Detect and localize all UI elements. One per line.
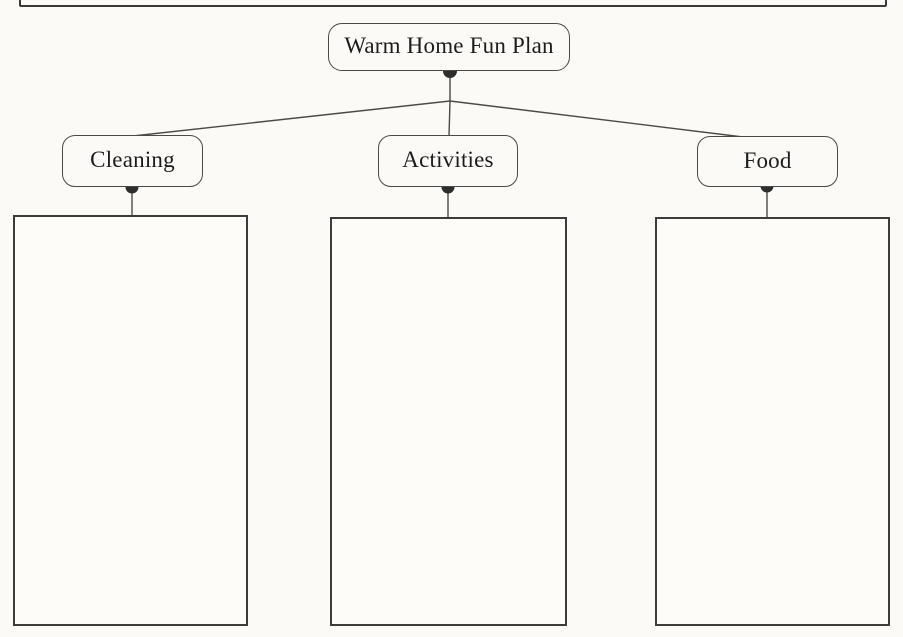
root-node-label: Warm Home Fun Plan: [344, 33, 554, 58]
cleaning-node-label: Cleaning: [90, 147, 175, 172]
food-notes-box: [655, 217, 890, 626]
cleaning-notes-box: [13, 215, 248, 626]
connector-to-cleaning: [132, 100, 451, 137]
cropped-box-above: [19, 0, 887, 7]
connector-to-food: [449, 100, 744, 138]
connector-to-activities: [448, 100, 451, 137]
activities-node-label: Activities: [402, 147, 494, 172]
node-activities: Activities: [378, 135, 518, 187]
food-node-label: Food: [743, 147, 792, 173]
node-warm-home-fun-plan: Warm Home Fun Plan: [328, 23, 570, 71]
node-food: Food: [697, 136, 838, 187]
node-cleaning: Cleaning: [62, 135, 203, 187]
activities-notes-box: [330, 217, 567, 626]
